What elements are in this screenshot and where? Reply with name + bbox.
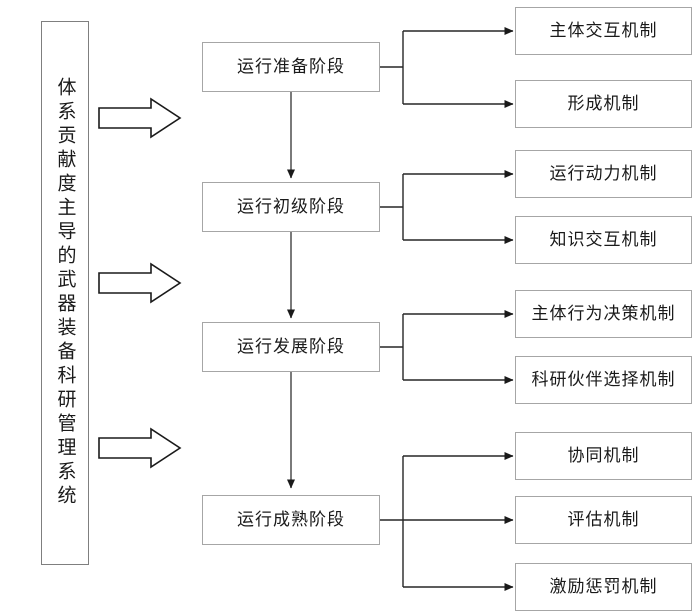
mechanism-box-1-2[interactable]: 形成机制 xyxy=(515,80,692,128)
mechanism-box-4-3[interactable]: 激励惩罚机制 xyxy=(515,563,692,611)
mechanism-box-3-1[interactable]: 主体行为决策机制 xyxy=(515,290,692,338)
stage-box-4[interactable]: 运行成熟阶段 xyxy=(202,495,380,545)
stage-box-4-label: 运行成熟阶段 xyxy=(237,509,345,529)
mechanism-box-4-1[interactable]: 协同机制 xyxy=(515,432,692,480)
stage-box-2[interactable]: 运行初级阶段 xyxy=(202,182,380,232)
branch-group-4 xyxy=(380,452,514,591)
system-title-panel: 体系贡献度主导的武器装备科研管理系统 xyxy=(41,21,89,565)
big-arrow-2-icon xyxy=(98,262,182,304)
mechanism-box-4-2[interactable]: 评估机制 xyxy=(515,496,692,544)
stage-box-2-label: 运行初级阶段 xyxy=(237,196,345,216)
mechanism-box-4-3-label: 激励惩罚机制 xyxy=(549,576,658,596)
mechanism-box-1-1[interactable]: 主体交互机制 xyxy=(515,7,692,55)
mechanism-box-3-2-label: 科研伙伴选择机制 xyxy=(531,369,676,389)
stage-box-3[interactable]: 运行发展阶段 xyxy=(202,322,380,372)
branch-group-2 xyxy=(380,170,514,244)
branch-group-3 xyxy=(380,310,514,384)
stage-box-1-label: 运行准备阶段 xyxy=(237,56,345,76)
stage-box-3-label: 运行发展阶段 xyxy=(237,336,345,356)
mechanism-box-1-2-label: 形成机制 xyxy=(567,93,640,113)
mechanism-box-2-2[interactable]: 知识交互机制 xyxy=(515,216,692,264)
mechanism-box-2-2-label: 知识交互机制 xyxy=(549,229,658,249)
mechanism-box-1-1-label: 主体交互机制 xyxy=(549,20,658,40)
big-arrow-3-icon xyxy=(98,427,182,469)
big-arrow-1-icon xyxy=(98,97,182,139)
mechanism-box-4-1-label: 协同机制 xyxy=(567,445,640,465)
branch-group-1 xyxy=(380,27,514,108)
stage-box-1[interactable]: 运行准备阶段 xyxy=(202,42,380,92)
mechanism-box-2-1-label: 运行动力机制 xyxy=(549,163,658,183)
mechanism-box-3-2[interactable]: 科研伙伴选择机制 xyxy=(515,356,692,404)
mechanism-box-3-1-label: 主体行为决策机制 xyxy=(531,303,676,323)
block-arrow-group xyxy=(98,97,182,469)
system-title-text: 体系贡献度主导的武器装备科研管理系统 xyxy=(54,77,76,509)
mechanism-box-2-1[interactable]: 运行动力机制 xyxy=(515,150,692,198)
mechanism-box-4-2-label: 评估机制 xyxy=(567,509,640,529)
